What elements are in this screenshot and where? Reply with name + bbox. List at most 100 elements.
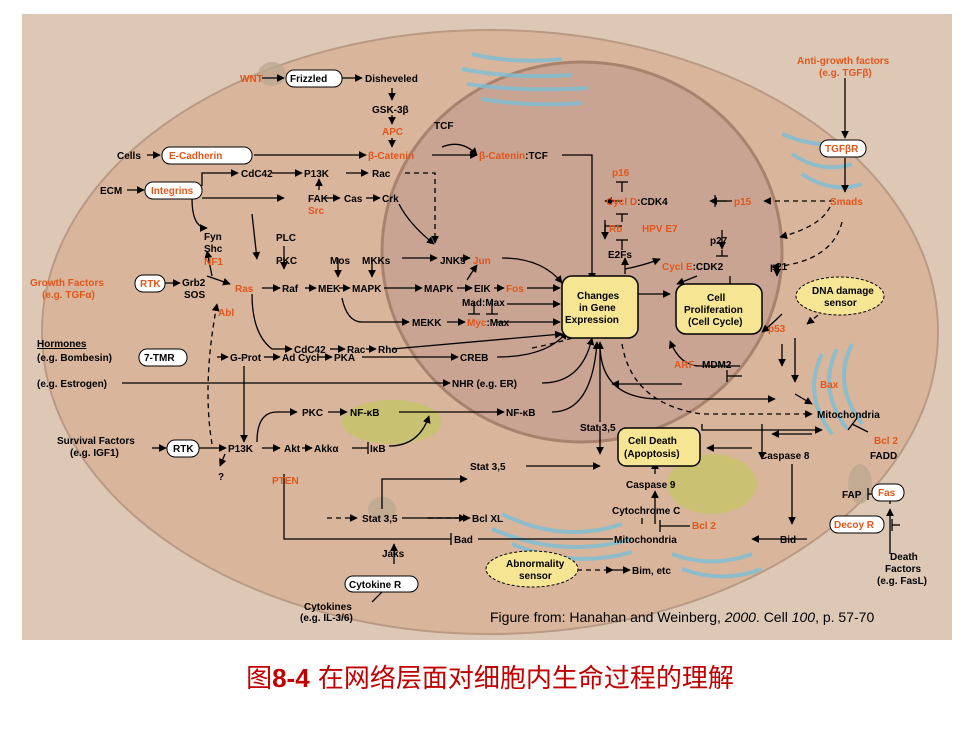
nf1-label: NF1 (204, 257, 223, 268)
ecm-label: ECM (100, 186, 122, 197)
dna-damage-sensor (795, 276, 885, 316)
integrins-label: Integrins (151, 186, 194, 197)
cycld-cdk4-label: Cycl D:CDK4 (606, 197, 668, 208)
p16-label: p16 (612, 168, 630, 179)
abnormality-sensor (485, 550, 579, 588)
gsk3b-label: GSK-3β (372, 105, 409, 116)
raf-label: Raf (282, 284, 299, 295)
myc-max-label: Myc:Max (467, 318, 510, 329)
citation: Figure from: Hanahan and Weinberg, 2000.… (490, 609, 874, 625)
cell-death-label-1: Cell Death (628, 436, 677, 447)
death-factors-label-3: (e.g. FasL) (877, 576, 927, 587)
ras-label: Ras (235, 284, 254, 295)
changes-label-1: Changes (577, 291, 620, 302)
signaling-network-diagram: WNT Frizzled Disheveled GSK-3β APC TCF C… (22, 14, 952, 640)
cytc-label: Cytochrome C (612, 506, 680, 517)
fadd-label: FADD (870, 451, 897, 462)
question-label: ? (218, 472, 224, 483)
cytokine-r-box (344, 575, 419, 593)
anti-growth-eg-label: (e.g. TGFβ) (819, 68, 872, 79)
fyn-label: Fyn (204, 232, 222, 243)
adcycl-label: Ad Cycl (282, 353, 319, 364)
bclxl-label: Bcl XL (472, 514, 503, 525)
jun-label: Jun (473, 256, 491, 267)
decoy-box (829, 515, 885, 534)
smads-label: Smads (830, 197, 863, 208)
apc-label: APC (382, 127, 403, 138)
survival-label: Survival Factors (57, 436, 135, 447)
gprot-label: G-Prot (230, 353, 262, 364)
e-cadherin-box (161, 146, 253, 165)
cells-label: Cells (117, 151, 141, 162)
fas-label: Fas (878, 488, 896, 499)
fos-label: Fos (506, 284, 524, 295)
mekk-label: MEKK (412, 318, 442, 329)
p13k-top-label: P13K (304, 169, 330, 180)
bid-label: Bid (780, 535, 796, 546)
rb-label: Rb (609, 224, 622, 235)
madmax-label: Mad:Max (462, 298, 505, 309)
tmr-box (138, 348, 188, 367)
src-label: Src (308, 206, 325, 217)
dna-damage-label-1: DNA damage (812, 286, 874, 297)
abnormality-label-1: Abnormality (506, 559, 565, 570)
e2fs-label: E2Fs (608, 250, 632, 261)
tgfbr-box (819, 139, 867, 158)
anti-growth-label: Anti-growth factors (797, 56, 890, 67)
frizzled-box (285, 69, 343, 88)
inhibition-lines (283, 181, 900, 545)
pka-label: PKA (334, 353, 355, 364)
changes-label-2: in Gene (579, 303, 616, 314)
crk-label: Crk (382, 194, 399, 205)
pkc-lo-label: PKC (302, 408, 323, 419)
integrins-box (144, 181, 203, 200)
bad-label: Bad (454, 535, 473, 546)
fap-label: FAP (842, 490, 862, 501)
fak-label: FAK (308, 194, 329, 205)
mek-label: MEK (318, 284, 341, 295)
death-factors-label-2: Factors (885, 564, 922, 575)
survival-eg-label: (e.g. IGF1) (70, 448, 119, 459)
cytokines-label: Cytokines (304, 602, 352, 613)
cytokine-r-label: Cytokine R (349, 580, 402, 591)
cdc42-b-label: CdC42 (294, 345, 326, 356)
dna-damage-label-2: sensor (824, 298, 857, 309)
sos-label: SOS (184, 290, 205, 301)
arf-label: ARF (674, 360, 695, 371)
creb-label: CREB (460, 353, 488, 364)
pten-label: PTEN (272, 476, 299, 487)
jnks-label: JNKs (440, 256, 466, 267)
mitochondria-r-label: Mitochondria (817, 410, 880, 421)
eik-label: EIK (474, 284, 491, 295)
stat35-r-label: Stat 3,5 (580, 423, 616, 434)
cas-label: Cas (344, 194, 363, 205)
golgi-organelle (461, 52, 864, 579)
cytokines-eg-label: (e.g. IL-3/6) (300, 613, 353, 624)
ikb-label: IκB (370, 444, 386, 455)
death-factors-label-1: Death (890, 552, 918, 563)
mkks-label: MKKs (362, 256, 391, 267)
cycle-cdk2-label: Cycl E:CDK2 (662, 262, 724, 273)
rtk2-box (166, 439, 200, 458)
rac-b-label: Rac (347, 345, 366, 356)
rac-top-label: Rac (372, 169, 391, 180)
stat35-lo-label: Stat 3,5 (362, 514, 398, 525)
caption-number: 8-4 (272, 663, 310, 693)
bombesin-label: (e.g. Bombesin) (37, 353, 112, 364)
caption-prefix: 图 (246, 664, 273, 694)
akt-label: Akt (284, 444, 301, 455)
caption-text: 在网络层面对细胞内生命过程的理解 (309, 664, 734, 694)
nfkb1-label: NF-κB (350, 408, 379, 419)
mdm2-label: MDM2 (702, 360, 732, 371)
prolif-label-1: Cell (707, 293, 726, 304)
changes-label-3: Expression (565, 315, 619, 326)
disheveled-label: Disheveled (365, 74, 418, 85)
p27-label: p27 (710, 236, 728, 247)
frizzled-label: Frizzled (290, 74, 327, 85)
labels: WNT Frizzled Disheveled GSK-3β APC TCF C… (30, 56, 927, 624)
pkc-mid-label: PKC (276, 256, 297, 267)
boxes (134, 69, 905, 593)
hpv-label: HPV E7 (642, 224, 678, 235)
stat35-mid-label: Stat 3,5 (470, 462, 506, 473)
p13k-lo-label: P13K (228, 444, 254, 455)
